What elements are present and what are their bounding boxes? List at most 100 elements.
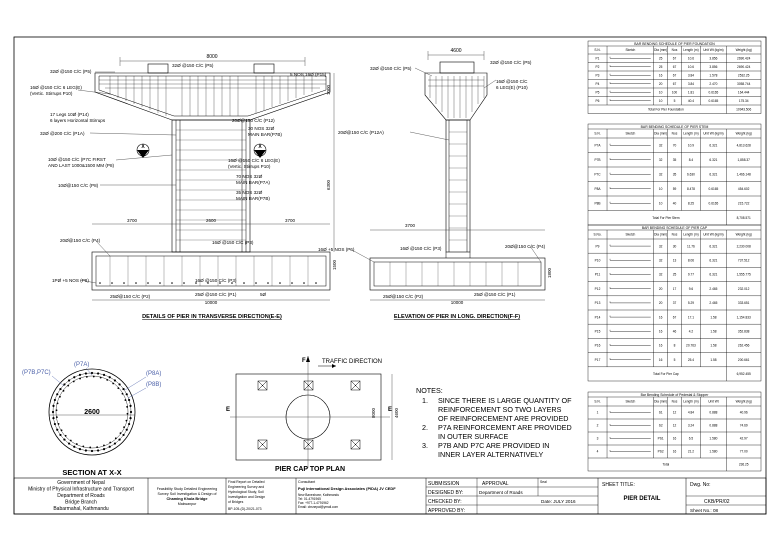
section-label-p7b: (P7B,P7C) [22, 370, 51, 376]
rebar-dot [78, 373, 82, 377]
report-line-1: Final Report on Detailed [228, 480, 265, 484]
table-cell: 1.58 [710, 344, 716, 348]
table-cell: 30 [673, 244, 677, 248]
table-cell: P17 [595, 358, 601, 362]
table-cell: S1 [659, 411, 663, 415]
table-cell: S2 [659, 424, 663, 428]
table-cell: 6.321 [709, 143, 717, 147]
long-footing-width-dim: 10000 [451, 300, 464, 305]
dim-left-3700: 3700 [127, 218, 138, 223]
label-35nos: 35 NOS 32Ø [236, 190, 263, 195]
consultant-detail-4: Email: cbsnepal@ymail.com [298, 505, 338, 509]
rebar-dot [102, 447, 106, 451]
table-cell: 3.856 [709, 65, 717, 69]
bar-sketch [609, 424, 651, 426]
table-header-cell: Nos [672, 132, 678, 136]
bar-sketch [609, 143, 651, 146]
table-cell: 32 [659, 158, 663, 162]
section-xx: 2600 (P7A) (P7B,P7C) (P8A) (P8B) SECTION… [22, 362, 161, 477]
bar-sketch [609, 329, 651, 332]
label-p15: 5 NOS 16Ø (P15) [290, 72, 327, 77]
table-cell: 1,154.833 [737, 315, 751, 319]
rebar-dot-inner [82, 445, 85, 448]
table-cell: 4,813.628 [737, 143, 751, 147]
table-header-cell: Length (m) [683, 132, 698, 136]
bar-sketch [609, 244, 651, 247]
rebar-dot-inner [114, 437, 117, 440]
rebar-dot [73, 376, 76, 379]
rebar-dot [125, 428, 128, 431]
table-cell: 2.465 [709, 301, 717, 305]
table-header-cell: S.No. [594, 233, 602, 237]
long-label-p10-a: 16Ø @150 C/C [496, 79, 528, 84]
table-cell: 100 [672, 90, 678, 94]
note-2-num: 2. [422, 423, 428, 432]
table-cell: 8.25 [688, 201, 694, 205]
drawing-date: Date: JULY 2016 [541, 499, 576, 504]
table-cell: 9.77 [688, 273, 694, 277]
label-p3-bottom: 16Ø @150 C/C (P3) [195, 278, 237, 283]
rebar-dot [113, 442, 117, 445]
rebar-dot [125, 393, 128, 396]
table-cell: 0.6165 [709, 90, 719, 94]
long-dim-3700: 3700 [405, 223, 416, 228]
cap-width-dim: 8000 [206, 54, 217, 60]
rebar-dot-inner [60, 429, 63, 432]
table-cell: 200.661 [738, 358, 750, 362]
rebar-dot [51, 410, 55, 414]
rebar-dot [67, 379, 71, 382]
label-p14: 17 Legs 10Ø (P14) [50, 112, 89, 117]
table-cell: 32 [659, 259, 663, 263]
table-cell: 16 [673, 450, 677, 454]
table-cell: 232.012 [738, 287, 750, 291]
consultant-detail-1: New Baneshwor, Kathmandu [298, 493, 339, 497]
table-cell: 3058.744 [737, 82, 751, 86]
table-header-cell: Length (m) [683, 400, 698, 404]
label-p2: 25Ø@150 C/C (P2) [110, 294, 151, 299]
table-title: Bar Bending Schedule of Pedestal & Stopp… [641, 393, 710, 397]
rebar-dot [90, 371, 94, 375]
table-cell: 0.888 [709, 424, 717, 428]
rebar-dot [78, 447, 82, 451]
table-cell: 9.6 [689, 287, 694, 291]
table-cell: 4.84 [688, 411, 694, 415]
dwg-no-label: Dwg. No: [690, 482, 711, 488]
rebar-dot-inner [72, 380, 75, 383]
label-p7b: MAIN BAR(P7B) [236, 196, 270, 201]
client-line-5: Babarmahal, Kathmandu [53, 506, 109, 512]
rebar-dot-inner [124, 399, 127, 401]
rebar-dot [90, 449, 94, 453]
table-cell: P4 [596, 82, 600, 86]
rebar-dot-inner [89, 446, 92, 449]
notes-heading: NOTES: [416, 386, 443, 395]
table-cell: 21.2 [688, 450, 694, 454]
bar-sketch [609, 90, 651, 93]
label-p7a: MAIN BAR(P7A) [236, 180, 270, 185]
rebar-dot [63, 438, 66, 441]
report-line-3: Hydrological Study, Soil [228, 490, 264, 494]
bbs-foundation-table: BAR BENDING SCHEDULE OF PIER FOUNDATIONS… [587, 40, 762, 114]
label-p5-top: 32Ø @150 C/C (P5) [172, 63, 214, 68]
table-cell: 32 [659, 244, 663, 248]
table-total-label: Total For Pier Cap [653, 372, 679, 376]
table-cell: 4.2 [689, 330, 694, 334]
label-5o: 5Ø [260, 292, 267, 297]
long-cap-width-dim: 4600 [450, 48, 461, 54]
rebar-dot-inner [79, 377, 81, 380]
label-p7c-a: 10Ø @150 C/C (P7C FIRST [48, 157, 106, 162]
sheet-title-label: SHEET TITLE: [602, 482, 635, 488]
section-label-p7a: (P7A) [74, 362, 89, 368]
project-line-4: Makwanpur [178, 502, 197, 506]
rebar-dot [127, 398, 131, 402]
table-cell: 77.00 [740, 450, 748, 454]
table-cell: 3.84 [688, 82, 694, 86]
table-header-cell: Weight (kg) [736, 132, 752, 136]
table-cell: 5.29 [688, 301, 694, 305]
bar-sketch [609, 258, 651, 261]
plan-title: PIER CAP TOP PLAN [275, 466, 345, 473]
table-total-label: Total For Pier Foundation [648, 107, 684, 111]
table-cell: 0.6165 [709, 201, 719, 205]
label-p7b-top: MAIN BAR(P7B) [248, 132, 282, 137]
table-cell: 16 [659, 315, 663, 319]
table-cell: 6.321 [709, 244, 717, 248]
